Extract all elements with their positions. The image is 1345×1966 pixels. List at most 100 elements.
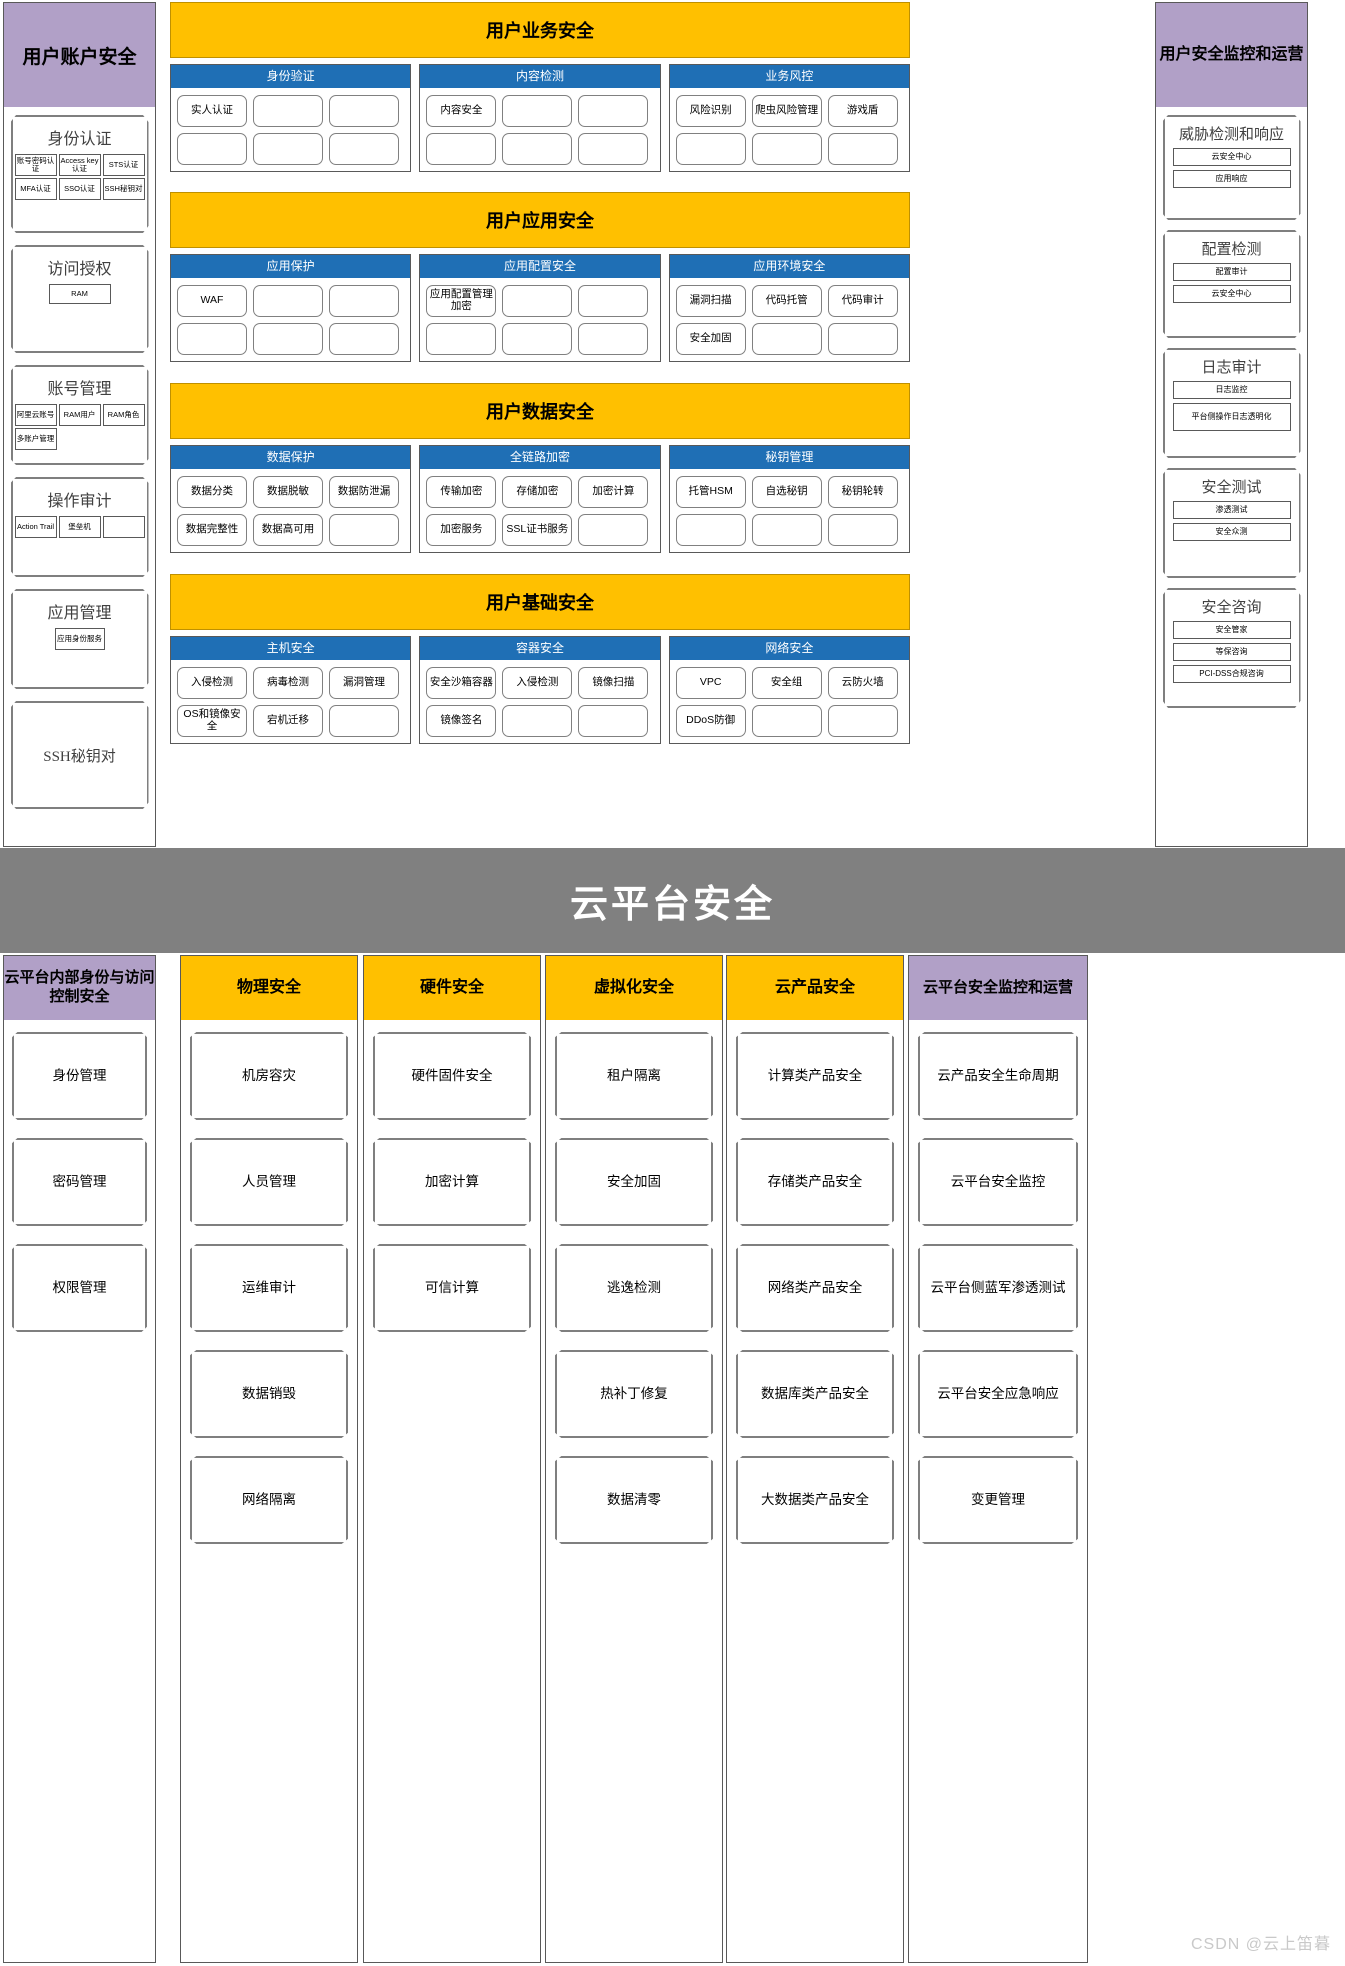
item-card[interactable]: 权限管理 (12, 1244, 147, 1332)
item-card[interactable]: 传输加密 (426, 476, 497, 508)
item-card[interactable] (502, 133, 573, 165)
item-card[interactable]: 加密计算 (578, 476, 649, 508)
item-card[interactable]: 数据库类产品安全 (736, 1350, 894, 1438)
item-card[interactable] (751, 705, 822, 737)
item-card[interactable]: SSL证书服务 (502, 514, 573, 546)
item-card[interactable] (578, 705, 649, 737)
item-card[interactable]: 云平台安全应急响应 (918, 1350, 1078, 1438)
item-card[interactable] (751, 514, 822, 546)
item-card[interactable] (329, 514, 399, 546)
item-card[interactable]: 安全加固 (555, 1138, 713, 1226)
item-card[interactable]: 数据清零 (555, 1456, 713, 1544)
item-card[interactable]: WAF (177, 285, 247, 317)
item-card[interactable]: 加密计算 (373, 1138, 531, 1226)
item-card[interactable] (751, 323, 822, 355)
item-card[interactable]: 运维审计 (190, 1244, 348, 1332)
item-card[interactable] (827, 323, 898, 355)
item-card[interactable]: 自选秘钥 (751, 476, 822, 508)
item-card[interactable]: 存储类产品安全 (736, 1138, 894, 1226)
item-card[interactable]: 热补丁修复 (555, 1350, 713, 1438)
item-card[interactable] (502, 285, 573, 317)
item-card[interactable] (177, 133, 247, 165)
item-box[interactable]: 多账户管理 (14, 428, 57, 450)
item-card[interactable] (827, 514, 898, 546)
item-card[interactable]: 存储加密 (502, 476, 573, 508)
item-card[interactable]: 变更管理 (918, 1456, 1078, 1544)
item-card[interactable]: 病毒检测 (253, 667, 323, 699)
item-card[interactable] (177, 323, 247, 355)
item-box[interactable]: 阿里云账号 (14, 404, 57, 426)
item-card[interactable]: 硬件固件安全 (373, 1032, 531, 1120)
item-card[interactable] (578, 514, 649, 546)
item-box[interactable]: 渗透测试 (1172, 501, 1291, 519)
item-card[interactable]: 计算类产品安全 (736, 1032, 894, 1120)
item-card[interactable]: OS和镜像安全 (177, 705, 247, 737)
item-card[interactable]: 风险识别 (675, 95, 746, 127)
item-card[interactable] (675, 514, 746, 546)
item-card[interactable]: 托管HSM (675, 476, 746, 508)
item-box[interactable]: Access key认证 (58, 154, 101, 176)
item-card[interactable]: 逃逸检测 (555, 1244, 713, 1332)
item-box[interactable]: 堡垒机 (58, 516, 101, 538)
item-card[interactable]: 游戏盾 (827, 95, 898, 127)
item-card[interactable] (426, 323, 497, 355)
item-box[interactable]: 安全管家 (1172, 621, 1291, 639)
item-card[interactable]: VPC (675, 667, 746, 699)
item-box[interactable] (102, 516, 145, 538)
item-card[interactable]: 数据销毁 (190, 1350, 348, 1438)
item-card[interactable]: 安全沙箱容器 (426, 667, 497, 699)
item-card[interactable]: 可信计算 (373, 1244, 531, 1332)
item-card[interactable] (502, 705, 573, 737)
item-card[interactable]: 入侵检测 (502, 667, 573, 699)
item-box[interactable]: STS认证 (102, 154, 145, 176)
item-card[interactable]: 数据完整性 (177, 514, 247, 546)
item-box[interactable]: 等保咨询 (1172, 643, 1291, 661)
item-box[interactable]: SSO认证 (58, 178, 101, 200)
item-card[interactable]: 数据分类 (177, 476, 247, 508)
item-card[interactable] (329, 95, 399, 127)
item-card[interactable]: 内容安全 (426, 95, 497, 127)
item-card[interactable]: 身份管理 (12, 1032, 147, 1120)
item-card[interactable]: 密码管理 (12, 1138, 147, 1226)
item-box[interactable]: 应用响应 (1172, 170, 1291, 188)
item-card[interactable]: DDoS防御 (675, 705, 746, 737)
item-card[interactable]: 大数据类产品安全 (736, 1456, 894, 1544)
item-card[interactable] (329, 285, 399, 317)
item-box[interactable]: PCI-DSS合规咨询 (1172, 665, 1291, 683)
item-card[interactable] (675, 133, 746, 165)
item-card[interactable]: 漏洞扫描 (675, 285, 746, 317)
item-card[interactable] (253, 133, 323, 165)
item-box[interactable]: 应用身份服务 (54, 628, 105, 650)
item-card[interactable]: 机房容灾 (190, 1032, 348, 1120)
item-card[interactable] (426, 133, 497, 165)
item-card[interactable] (502, 95, 573, 127)
item-card[interactable]: 代码托管 (751, 285, 822, 317)
item-box[interactable]: 云安全中心 (1172, 285, 1291, 303)
item-card[interactable]: 人员管理 (190, 1138, 348, 1226)
item-box[interactable]: 日志监控 (1172, 381, 1291, 399)
item-card[interactable] (329, 705, 399, 737)
item-card[interactable]: 数据脱敏 (253, 476, 323, 508)
item-box[interactable]: RAM用户 (58, 404, 101, 426)
item-card[interactable]: 云产品安全生命周期 (918, 1032, 1078, 1120)
item-box[interactable]: 账号密码认证 (14, 154, 57, 176)
item-card[interactable]: 云平台安全监控 (918, 1138, 1078, 1226)
item-box[interactable]: 平台侧操作日志透明化 (1172, 403, 1291, 431)
item-card[interactable] (578, 133, 649, 165)
item-card[interactable]: 镜像扫描 (578, 667, 649, 699)
item-card[interactable] (253, 95, 323, 127)
item-box[interactable]: RAM角色 (102, 404, 145, 426)
item-card[interactable]: 云防火墙 (827, 667, 898, 699)
item-card[interactable] (329, 133, 399, 165)
item-card[interactable]: 网络类产品安全 (736, 1244, 894, 1332)
item-card[interactable]: 代码审计 (827, 285, 898, 317)
item-card[interactable]: 数据高可用 (253, 514, 323, 546)
item-card[interactable] (253, 323, 323, 355)
item-card[interactable]: 爬虫风险管理 (751, 95, 822, 127)
item-card[interactable]: 秘钥轮转 (827, 476, 898, 508)
item-card[interactable]: 安全加固 (675, 323, 746, 355)
item-box[interactable]: RAM (48, 284, 111, 304)
item-card[interactable] (578, 95, 649, 127)
item-card[interactable]: 网络隔离 (190, 1456, 348, 1544)
item-card[interactable] (827, 133, 898, 165)
